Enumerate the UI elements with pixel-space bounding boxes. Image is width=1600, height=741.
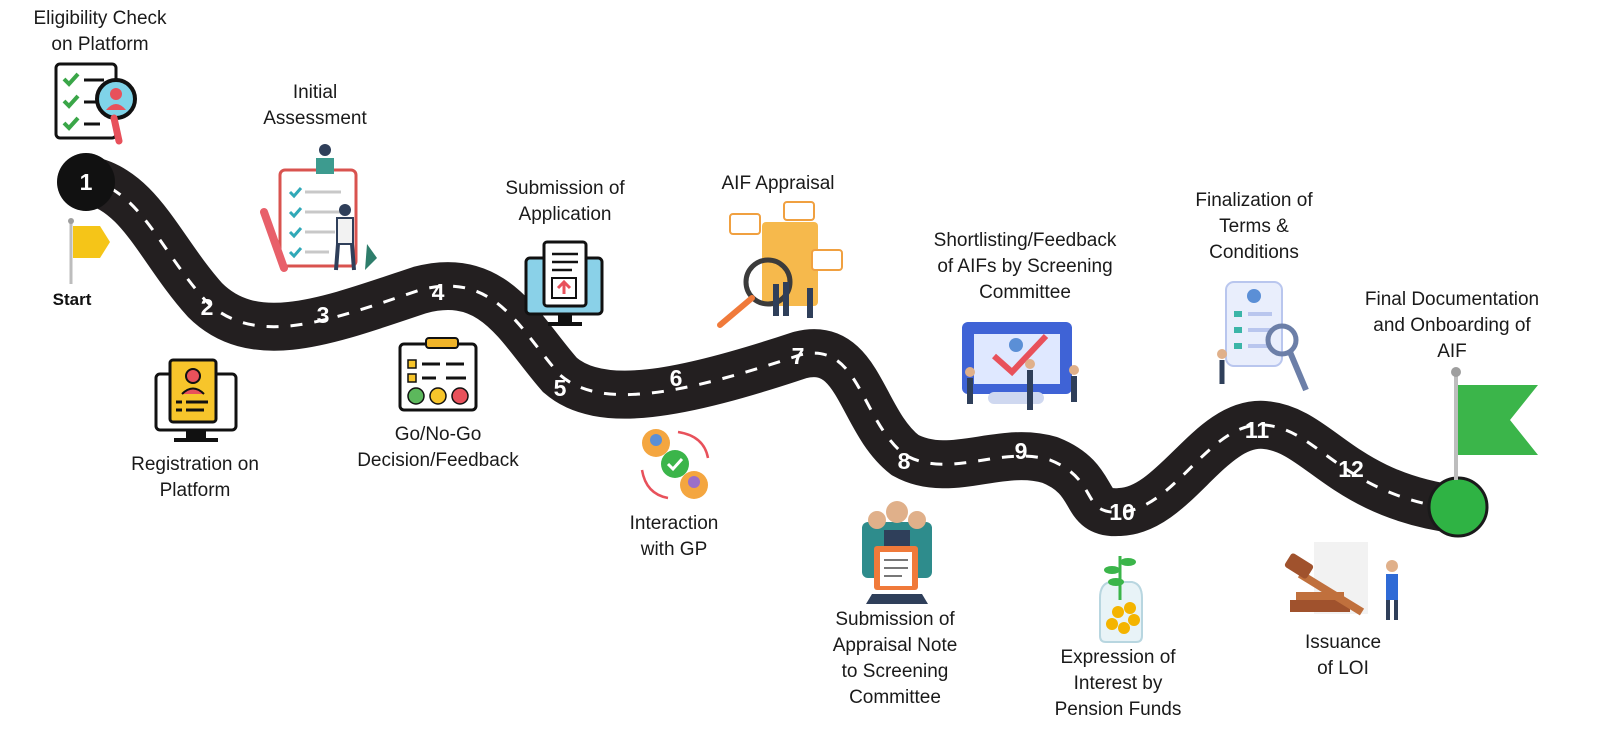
step-number-5: 5 bbox=[554, 375, 567, 401]
finish-flag-icon bbox=[1451, 367, 1538, 480]
step-label-line: Shortlisting/Feedback bbox=[933, 230, 1117, 251]
terms-document-icon bbox=[1217, 281, 1309, 392]
step-label-line: Pension Funds bbox=[1054, 699, 1182, 720]
step-label-line: Initial bbox=[292, 82, 338, 103]
checklist-magnifier-icon bbox=[54, 62, 137, 145]
step-label-line: Registration on bbox=[131, 454, 259, 475]
step-number-1: 1 bbox=[80, 169, 93, 195]
start-label: Start bbox=[52, 290, 92, 309]
step-label-5: Submission of Application bbox=[505, 176, 624, 228]
step-label-line: of AIFs by Screening bbox=[937, 256, 1113, 277]
step-label-line: Issuance bbox=[1304, 632, 1382, 653]
step-number-7: 7 bbox=[792, 343, 805, 369]
step-number-10: 10 bbox=[1109, 499, 1135, 525]
step-label-line: Committee bbox=[979, 282, 1071, 303]
step-label-line: AIF Appraisal bbox=[721, 173, 835, 194]
step-label-line: Go/No-Go bbox=[394, 424, 482, 445]
step-label-line: AIF bbox=[1437, 341, 1467, 362]
step-label-line: Platform bbox=[159, 480, 231, 501]
assessment-clipboard-icon bbox=[260, 144, 377, 272]
step-number-11: 11 bbox=[1245, 417, 1270, 443]
feedback-board-icon bbox=[398, 337, 478, 412]
step-label-line: and Onboarding of bbox=[1373, 315, 1531, 336]
step-number-2: 2 bbox=[201, 294, 214, 320]
interaction-cycle-icon bbox=[640, 429, 710, 500]
step-label-7: AIF Appraisal bbox=[722, 171, 835, 197]
step-label-line: Terms & bbox=[1219, 216, 1289, 237]
step-label-line: to Screening bbox=[841, 661, 949, 682]
committee-clipboard-icon bbox=[862, 501, 932, 604]
step-number-9: 9 bbox=[1015, 438, 1028, 464]
step-number-12: 12 bbox=[1338, 456, 1364, 482]
step-label-line: Eligibility Check bbox=[33, 8, 167, 29]
step-label-final: Final Documentation and Onboarding of AI… bbox=[1365, 287, 1539, 365]
step-label-line: Assessment bbox=[263, 108, 367, 129]
step-number-6: 6 bbox=[670, 365, 683, 391]
step-label-8: Submission of Appraisal Note to Screenin… bbox=[833, 607, 958, 711]
step-label-line: Conditions bbox=[1209, 242, 1299, 263]
step-label-6: Interaction with GP bbox=[630, 511, 719, 563]
step-label-line: Decision/Feedback bbox=[357, 450, 519, 471]
step-label-10: Expression of Interest by Pension Funds bbox=[1055, 645, 1182, 723]
step-label-line: of LOI bbox=[1317, 658, 1369, 679]
step-label-line: Submission of bbox=[505, 178, 625, 199]
step-label-line: Application bbox=[518, 204, 612, 225]
road-center-line bbox=[87, 178, 1461, 514]
step-label-12: Issuance of LOI bbox=[1305, 630, 1381, 682]
step-number-4: 4 bbox=[432, 279, 445, 305]
step-label-line: Interest by bbox=[1073, 673, 1163, 694]
step-label-line: Finalization of bbox=[1195, 190, 1313, 211]
step-number-8: 8 bbox=[898, 448, 911, 474]
step-label-line: Submission of bbox=[835, 609, 955, 630]
step-label-11: Finalization of Terms & Conditions bbox=[1195, 188, 1312, 266]
appraisal-document-icon bbox=[717, 201, 843, 328]
step-label-line: Interaction bbox=[629, 513, 719, 534]
step-label-line: Final Documentation bbox=[1364, 289, 1540, 310]
step-label-line: with GP bbox=[640, 539, 708, 560]
step-label-1: Eligibility Check on Platform bbox=[33, 6, 166, 58]
step-label-2: Registration on Platform bbox=[131, 452, 259, 504]
shortlisting-board-icon bbox=[962, 322, 1079, 410]
step-label-line: Committee bbox=[849, 687, 941, 708]
application-monitor-icon bbox=[524, 240, 604, 326]
step-label-3: Initial Assessment bbox=[263, 80, 366, 132]
gavel-icon bbox=[1284, 542, 1398, 620]
step-number-3: 3 bbox=[317, 302, 330, 328]
step-label-9: Shortlisting/Feedback of AIFs by Screeni… bbox=[934, 228, 1117, 306]
start-flag-icon bbox=[68, 218, 110, 284]
start-dot bbox=[57, 153, 115, 211]
step-label-line: Appraisal Note bbox=[832, 635, 958, 656]
step-label-line: Expression of bbox=[1060, 647, 1176, 668]
coin-jar-plant-icon bbox=[1099, 556, 1143, 643]
step-label-line: on Platform bbox=[51, 34, 149, 55]
end-dot bbox=[1427, 476, 1489, 538]
registration-monitor-icon bbox=[154, 358, 238, 442]
step-label-4: Go/No-Go Decision/Feedback bbox=[357, 422, 519, 474]
